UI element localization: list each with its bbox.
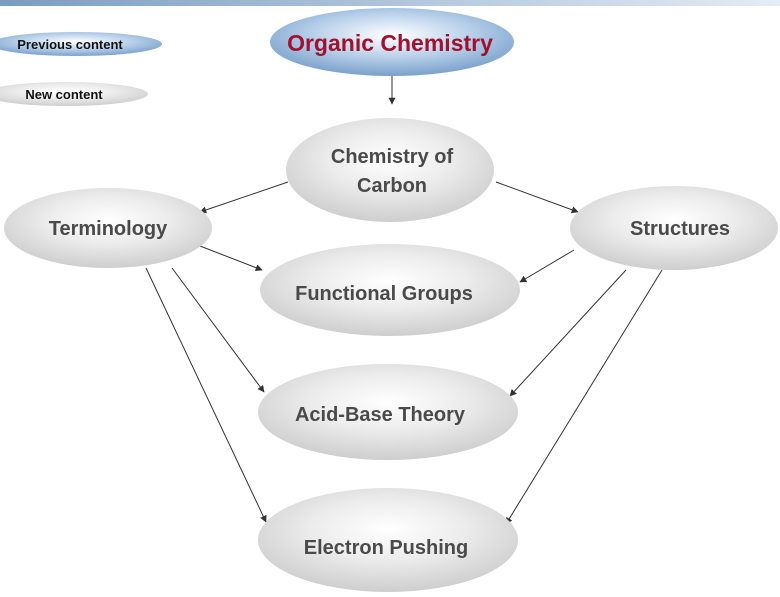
- top-decorative-bar: [0, 0, 780, 6]
- node-organic-chemistry: Organic Chemistry: [270, 8, 514, 76]
- node-chemistry-of-carbon-label-line2: Carbon: [357, 175, 427, 197]
- arrow-structures-to-functional-groups: [519, 249, 575, 283]
- legend-previous-ellipse: [0, 32, 162, 56]
- node-electron-pushing: Electron Pushing: [258, 488, 518, 592]
- arrow-structures-to-electron-pushing: [505, 269, 663, 525]
- legend: Previous content New content: [0, 32, 162, 106]
- node-terminology: Terminology: [4, 188, 212, 268]
- arrow-terminology-to-functional-groups: [199, 245, 263, 271]
- node-structures-label: Structures: [630, 218, 730, 240]
- legend-new-label: New content: [25, 87, 103, 102]
- node-acid-base-theory-label: Acid-Base Theory: [295, 404, 466, 426]
- node-chemistry-of-carbon-label-line1: Chemistry of: [331, 146, 454, 168]
- arrow-structures-to-acid-base: [509, 269, 627, 397]
- arrow-terminology-to-acid-base: [171, 267, 265, 393]
- legend-previous-label: Previous content: [17, 37, 123, 52]
- node-chemistry-of-carbon: Chemistry of Carbon: [286, 118, 494, 222]
- connectors: [145, 76, 663, 525]
- legend-new-ellipse: [0, 82, 148, 106]
- node-acid-base-theory: Acid-Base Theory: [258, 364, 518, 460]
- arrow-carbon-to-terminology: [199, 181, 289, 214]
- node-organic-chemistry-label: Organic Chemistry: [287, 30, 493, 56]
- node-functional-groups: Functional Groups: [260, 244, 520, 336]
- arrow-terminology-to-electron-pushing: [145, 267, 267, 523]
- node-functional-groups-label: Functional Groups: [295, 283, 473, 305]
- node-electron-pushing-label: Electron Pushing: [304, 537, 468, 559]
- arrow-carbon-to-structures: [495, 181, 579, 214]
- node-terminology-label: Terminology: [49, 218, 168, 240]
- node-structures: Structures: [570, 186, 778, 270]
